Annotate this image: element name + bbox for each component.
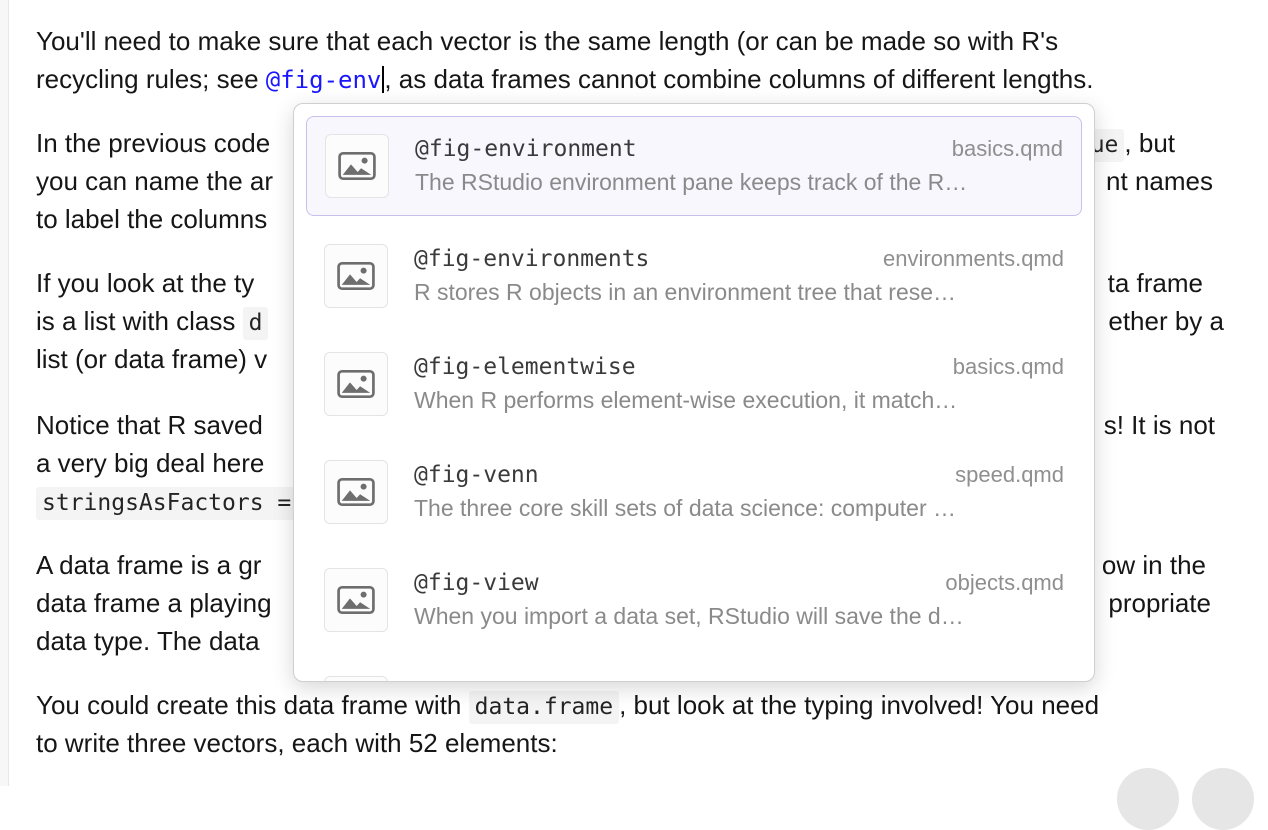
editor-gutter [0,0,9,786]
reference-caption: When you import a data set, RStudio will… [414,603,964,629]
document-editor[interactable]: You'll need to make sure that each vecto… [0,0,1268,786]
paragraph-text: to write three vectors, each with 52 ele… [36,728,558,758]
paragraph-text: a very big deal here [36,448,265,478]
paragraph-text: Notice that R saved [36,410,263,440]
reference-id: @fig-elementwise [414,354,636,380]
paragraph-text: list (or data frame) v [36,344,268,374]
paragraph-text: ether by a [1108,306,1224,336]
paragraph-text: ta frame [1107,268,1203,298]
paragraph-text: If you look at the ty [36,268,255,298]
paragraph-text: you can name the ar [36,166,274,196]
paragraph-text: You'll need to make sure that each vecto… [36,26,1059,56]
source-file: basics.qmd [951,136,1063,161]
document-line: You'll need to make sure that each vecto… [0,22,1268,60]
reference-caption: The RStudio environment pane keeps track… [415,169,968,195]
paragraph-text: ow in the [1101,550,1206,580]
reference-caption: The three core skill sets of data scienc… [414,495,957,521]
reference-caption: When R performs element-wise execution, … [414,387,958,413]
cross-reference-autocomplete-popup: @fig-environment basics.qmd The RStudio … [293,103,1095,682]
floating-action-button-right[interactable] [1192,768,1254,830]
paragraph-text: , but look at the typing involved! You n… [619,690,1100,720]
source-file: environments.qmd [883,246,1064,271]
popup-item-fig-environment[interactable]: @fig-environment basics.qmd The RStudio … [306,116,1082,216]
paragraph-text: data frame a playing [36,588,272,618]
paragraph-text: is a list with class d [36,302,269,342]
document-line: is a list with class d ether by a [0,302,1268,340]
paragraph-text: recycling rules; see @fig-env, as data f… [36,60,1094,99]
document-line: In the previous code ue, but [0,124,1268,162]
paragraph-text: , as data frames cannot combine columns … [384,64,1094,94]
popup-item-list: @fig-environment basics.qmd The RStudio … [294,104,1094,681]
paragraph-text: stringsAsFactors = [36,482,298,522]
paragraph-text: propriate [1108,588,1211,618]
source-file: speed.qmd [955,462,1064,487]
popup-item-fig-view[interactable]: @fig-view objects.qmd When you import a … [304,546,1084,654]
paragraph-text: , but [1124,128,1175,158]
popup-item-fig-elementwise[interactable]: @fig-elementwise basics.qmd When R perfo… [304,330,1084,438]
image-icon [325,134,389,198]
source-file: basics.qmd [952,354,1064,379]
paragraph-text: In the previous code [36,128,271,158]
paragraph-text: data type. The data [36,626,260,656]
paragraph-text: ue, but [1084,124,1175,164]
paragraph-text: to label the columns [36,204,268,234]
image-icon [324,244,388,308]
document-line: data frame a playing propriate [0,584,1268,622]
document-line: to write three vectors, each with 52 ele… [0,724,1268,762]
image-icon [324,460,388,524]
paragraph-text: recycling rules; see [36,64,266,94]
cross-reference-token[interactable]: @fig-env [265,66,382,94]
popup-item-fig-venn[interactable]: @fig-venn speed.qmd The three core skill… [304,438,1084,546]
popup-item-partial[interactable]: @fig- [304,654,1084,681]
document-line: A data frame is a gr ow in the [0,546,1268,584]
popup-item-fig-environments[interactable]: @fig-environments environments.qmd R sto… [304,222,1084,330]
paragraph-text: You could create this data frame with [36,690,469,720]
paragraph-text: A data frame is a gr [36,550,262,580]
document-line: you can name the ar nt names [0,162,1268,200]
image-icon [324,568,388,632]
paragraph-text: nt names [1106,166,1213,196]
text-cursor [382,66,385,93]
paragraph-text: is a list with class [36,306,243,336]
reference-id: @fig-venn [414,462,539,488]
reference-id: @fig-environment [415,136,637,162]
inline-code: stringsAsFactors = [36,487,298,520]
reference-caption: R stores R objects in an environment tre… [414,279,957,305]
inline-code: data.frame [468,691,620,724]
image-icon [324,352,388,416]
document-line: stringsAsFactors = [0,482,1268,520]
floating-action-button-left[interactable] [1117,768,1179,830]
document-line: a very big deal here [0,444,1268,482]
reference-id: @fig-environments [414,246,650,272]
image-icon [324,676,388,681]
document-line: list (or data frame) v [0,340,1268,378]
document-line: data type. The data [0,622,1268,660]
document-line: recycling rules; see @fig-env, as data f… [0,60,1268,98]
inline-code: d [242,307,269,340]
document-line: to label the columns [0,200,1268,238]
document-line: You could create this data frame with da… [0,686,1268,724]
source-file: objects.qmd [945,570,1064,595]
reference-id: @fig-view [414,570,539,596]
document-line: Notice that R saved s! It is not [0,406,1268,444]
paragraph-text: You could create this data frame with da… [36,686,1099,726]
document-line: If you look at the ty ta frame [0,264,1268,302]
paragraph-text: s! It is not [1103,410,1215,440]
